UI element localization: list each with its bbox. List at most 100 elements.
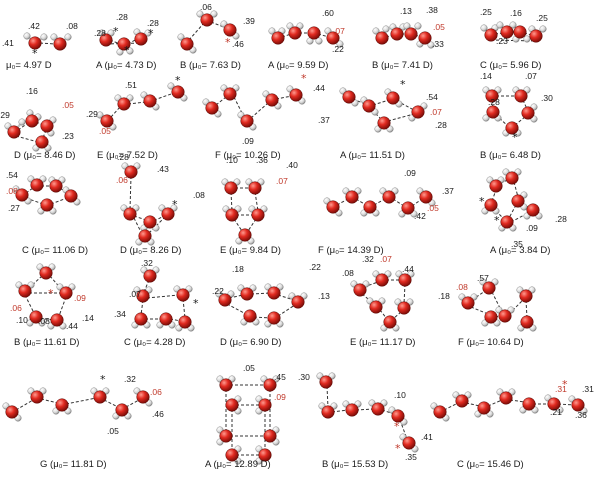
cluster-panel bbox=[268, 22, 344, 48]
hydrogen-bond bbox=[326, 385, 329, 409]
cluster-panel bbox=[12, 175, 81, 215]
oxygen-atom bbox=[522, 397, 536, 411]
hydrogen-bond bbox=[253, 316, 271, 319]
oxygen-atom bbox=[50, 313, 64, 327]
charge-label-highlight: .06 bbox=[10, 303, 22, 313]
charge-label: .08 bbox=[38, 316, 50, 326]
charge-label-highlight: .09 bbox=[74, 293, 86, 303]
star-marker: * bbox=[494, 214, 500, 227]
hydrogen-atom bbox=[414, 22, 422, 30]
hydrogen-atom bbox=[268, 27, 276, 35]
oxygen-atom bbox=[489, 179, 503, 193]
hydrogen-atom bbox=[539, 25, 547, 33]
oxygen-atom bbox=[238, 228, 252, 242]
charge-label: .44 bbox=[313, 83, 325, 93]
oxygen-atom bbox=[505, 121, 519, 135]
oxygen-atom bbox=[53, 37, 67, 51]
oxygen-atom bbox=[99, 33, 113, 47]
cluster-panel bbox=[339, 87, 428, 133]
cluster-panel bbox=[4, 109, 57, 152]
oxygen-atom bbox=[138, 229, 152, 243]
hydrogen-bond bbox=[508, 204, 517, 219]
oxygen-atom bbox=[326, 31, 340, 45]
hydrogen-atom bbox=[509, 21, 517, 29]
hydrogen-bond bbox=[226, 303, 247, 315]
oxygen-atom bbox=[40, 198, 54, 212]
cluster-panel bbox=[177, 10, 240, 54]
charge-label: .33 bbox=[432, 39, 444, 49]
charge-label: .41 bbox=[2, 38, 14, 48]
oxygen-atom bbox=[35, 135, 49, 149]
cluster-caption: B (μ₀= 15.53 D) bbox=[322, 459, 388, 470]
oxygen-atom bbox=[547, 397, 561, 411]
oxygen-atom bbox=[477, 401, 491, 415]
cluster-panel bbox=[372, 22, 435, 49]
oxygen-atom bbox=[205, 101, 219, 115]
oxygen-atom bbox=[7, 125, 21, 139]
charge-label: .46 bbox=[232, 39, 244, 49]
cluster-caption: D (μ₀= 8.26 D) bbox=[120, 245, 181, 256]
oxygen-atom bbox=[398, 273, 412, 287]
hydrogen-bond bbox=[133, 217, 142, 233]
hydrogen-bond bbox=[373, 198, 386, 206]
charge-label: .42 bbox=[414, 211, 426, 221]
cluster-caption: B (μ₀= 6.48 D) bbox=[480, 150, 541, 161]
hydrogen-atom bbox=[336, 40, 344, 48]
charge-label: .08 bbox=[193, 190, 205, 200]
charge-label: .43 bbox=[157, 164, 169, 174]
oxygen-atom bbox=[263, 429, 277, 443]
oxygen-atom bbox=[289, 88, 303, 102]
oxygen-atom bbox=[143, 94, 157, 108]
hydrogen-bond bbox=[250, 292, 271, 295]
charge-label: .30 bbox=[541, 93, 553, 103]
oxygen-atom bbox=[486, 105, 500, 119]
oxygen-atom bbox=[55, 398, 69, 412]
hydrogen-bond bbox=[465, 402, 481, 407]
charge-label: .07 bbox=[129, 289, 141, 299]
hydrogen-bond bbox=[110, 106, 121, 118]
star-marker: * bbox=[193, 297, 199, 310]
oxygen-atom bbox=[267, 286, 281, 300]
oxygen-atom bbox=[375, 273, 389, 287]
hydrogen-bond bbox=[182, 298, 186, 319]
oxygen-atom bbox=[342, 90, 356, 104]
cluster-caption: C (μ₀= 4.28 D) bbox=[124, 337, 185, 348]
hydrogen-bond bbox=[331, 409, 349, 413]
charge-label: .38 bbox=[426, 5, 438, 15]
hydrogen-bond bbox=[392, 198, 405, 207]
oxygen-atom bbox=[411, 105, 425, 119]
oxygen-atom bbox=[40, 119, 54, 133]
cluster-caption: F (μ₀= 14.39 D) bbox=[318, 245, 384, 256]
hydrogen-bond bbox=[379, 309, 388, 320]
oxygen-atom bbox=[225, 208, 239, 222]
charge-label-highlight: .05 bbox=[99, 126, 111, 136]
oxygen-atom bbox=[240, 114, 254, 128]
cluster-panel bbox=[98, 28, 152, 56]
hydrogen-bond bbox=[125, 399, 140, 408]
hydrogen-bond bbox=[470, 306, 489, 315]
charge-label-highlight: .05 bbox=[62, 100, 74, 110]
charge-label: .44 bbox=[66, 321, 78, 331]
hydrogen-bond bbox=[25, 197, 44, 205]
cluster-caption: D (μ₀= 8.46 D) bbox=[14, 150, 75, 161]
hydrogen-bond bbox=[153, 92, 175, 101]
charge-label: .32 bbox=[141, 258, 153, 268]
oxygen-atom bbox=[100, 114, 114, 128]
oxygen-atom bbox=[265, 93, 279, 107]
charge-label: .32 bbox=[124, 374, 136, 384]
charge-label: .08 bbox=[66, 21, 78, 31]
charge-label-highlight: .07 bbox=[333, 26, 345, 36]
star-marker-highlight: * bbox=[562, 378, 568, 391]
cluster-panel bbox=[458, 278, 537, 332]
oxygen-atom bbox=[514, 89, 528, 103]
charge-label: .28 bbox=[116, 12, 128, 22]
oxygen-atom bbox=[362, 99, 376, 113]
oxygen-atom bbox=[263, 378, 277, 392]
oxygen-atom bbox=[59, 286, 73, 300]
oxygen-atom bbox=[505, 171, 519, 185]
oxygen-atom bbox=[219, 378, 233, 392]
hydrogen-atom bbox=[480, 24, 488, 32]
cluster-panel bbox=[215, 283, 308, 328]
oxygen-atom bbox=[251, 208, 265, 222]
charge-label: .40 bbox=[286, 160, 298, 170]
